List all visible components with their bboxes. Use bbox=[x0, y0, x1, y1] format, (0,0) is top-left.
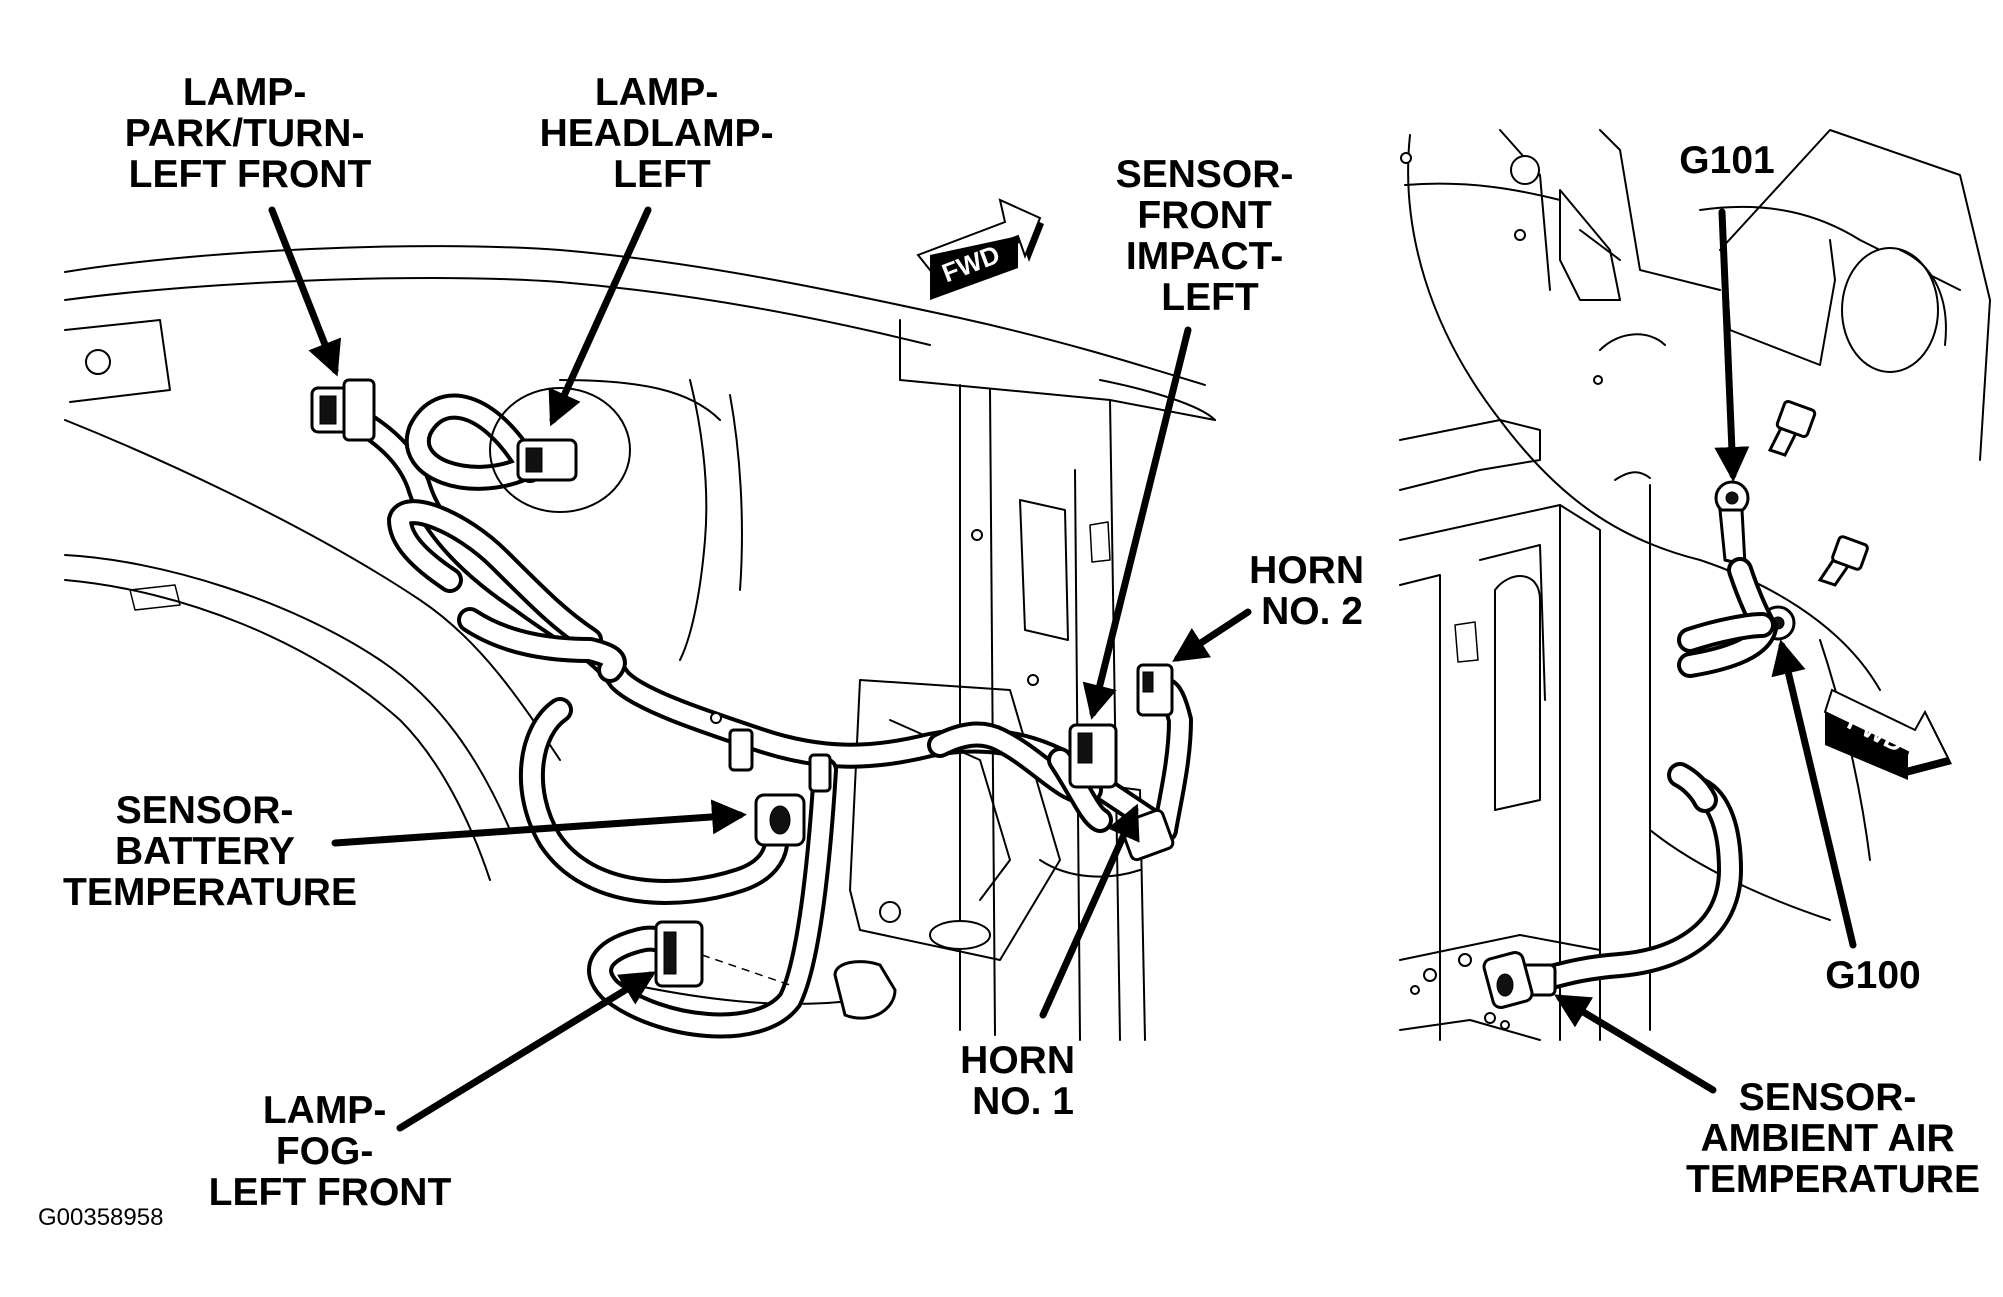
right-body-structure bbox=[1399, 129, 1991, 1041]
right-ground-harness bbox=[1527, 557, 1778, 993]
leader-g100 bbox=[1771, 639, 1857, 949]
label-horn-no1: HORN NO. 1 bbox=[960, 1039, 1086, 1123]
label-sensor-battery-temp: SENSOR- BATTERY TEMPERATURE bbox=[63, 789, 357, 914]
lamp-park-turn-connector bbox=[310, 378, 376, 442]
sensor-ambient-air-connector bbox=[1482, 950, 1557, 1010]
label-sensor-ambient-air: SENSOR- AMBIENT AIR TEMPERATURE bbox=[1686, 1076, 1980, 1201]
leader-horn-no1 bbox=[1039, 803, 1140, 1019]
callout-labels: LAMP- PARK/TURN- LEFT FRONT LAMP- HEADLA… bbox=[38, 71, 1980, 1231]
fwd-arrow-left: FWD bbox=[916, 198, 1044, 300]
horn-no2-connector bbox=[1136, 663, 1174, 717]
lamp-fog-connector bbox=[654, 920, 897, 1020]
left-wiring-harness bbox=[327, 393, 1193, 1039]
figure-id: G00358958 bbox=[38, 1204, 163, 1231]
leader-lamp-fog bbox=[396, 971, 656, 1132]
sensor-battery-temp-connector bbox=[754, 793, 806, 847]
leader-sensor-battery-temp bbox=[331, 799, 747, 847]
g100-ground-stud bbox=[1760, 535, 1869, 641]
left-front-body-structure bbox=[64, 245, 1216, 1041]
label-sensor-front-impact: SENSOR- FRONT IMPACT- LEFT bbox=[1116, 153, 1305, 319]
sensor-front-impact-connector bbox=[1068, 723, 1118, 789]
leader-g101 bbox=[1714, 208, 1750, 482]
lamp-headlamp-connector bbox=[489, 387, 631, 513]
leader-sensor-ambient-air bbox=[1554, 994, 1717, 1094]
label-lamp-headlamp: LAMP- HEADLAMP- LEFT bbox=[540, 71, 785, 196]
leader-arrows bbox=[268, 206, 1857, 1132]
g101-ground-stud bbox=[1714, 399, 1817, 567]
leader-lamp-headlamp bbox=[548, 206, 652, 427]
label-g100: G100 bbox=[1825, 954, 1920, 997]
fwd-arrow-right: FWD bbox=[1823, 688, 1952, 780]
leader-sensor-front-impact bbox=[1082, 326, 1192, 720]
label-lamp-fog: LAMP- FOG- LEFT FRONT bbox=[209, 1089, 452, 1214]
label-lamp-park-turn: LAMP- PARK/TURN- LEFT FRONT bbox=[125, 71, 376, 196]
leader-lamp-park-turn bbox=[268, 206, 342, 377]
label-g101: G101 bbox=[1679, 139, 1774, 182]
label-horn-no2: HORN NO. 2 bbox=[1249, 549, 1375, 633]
leader-horn-no2 bbox=[1172, 608, 1252, 662]
